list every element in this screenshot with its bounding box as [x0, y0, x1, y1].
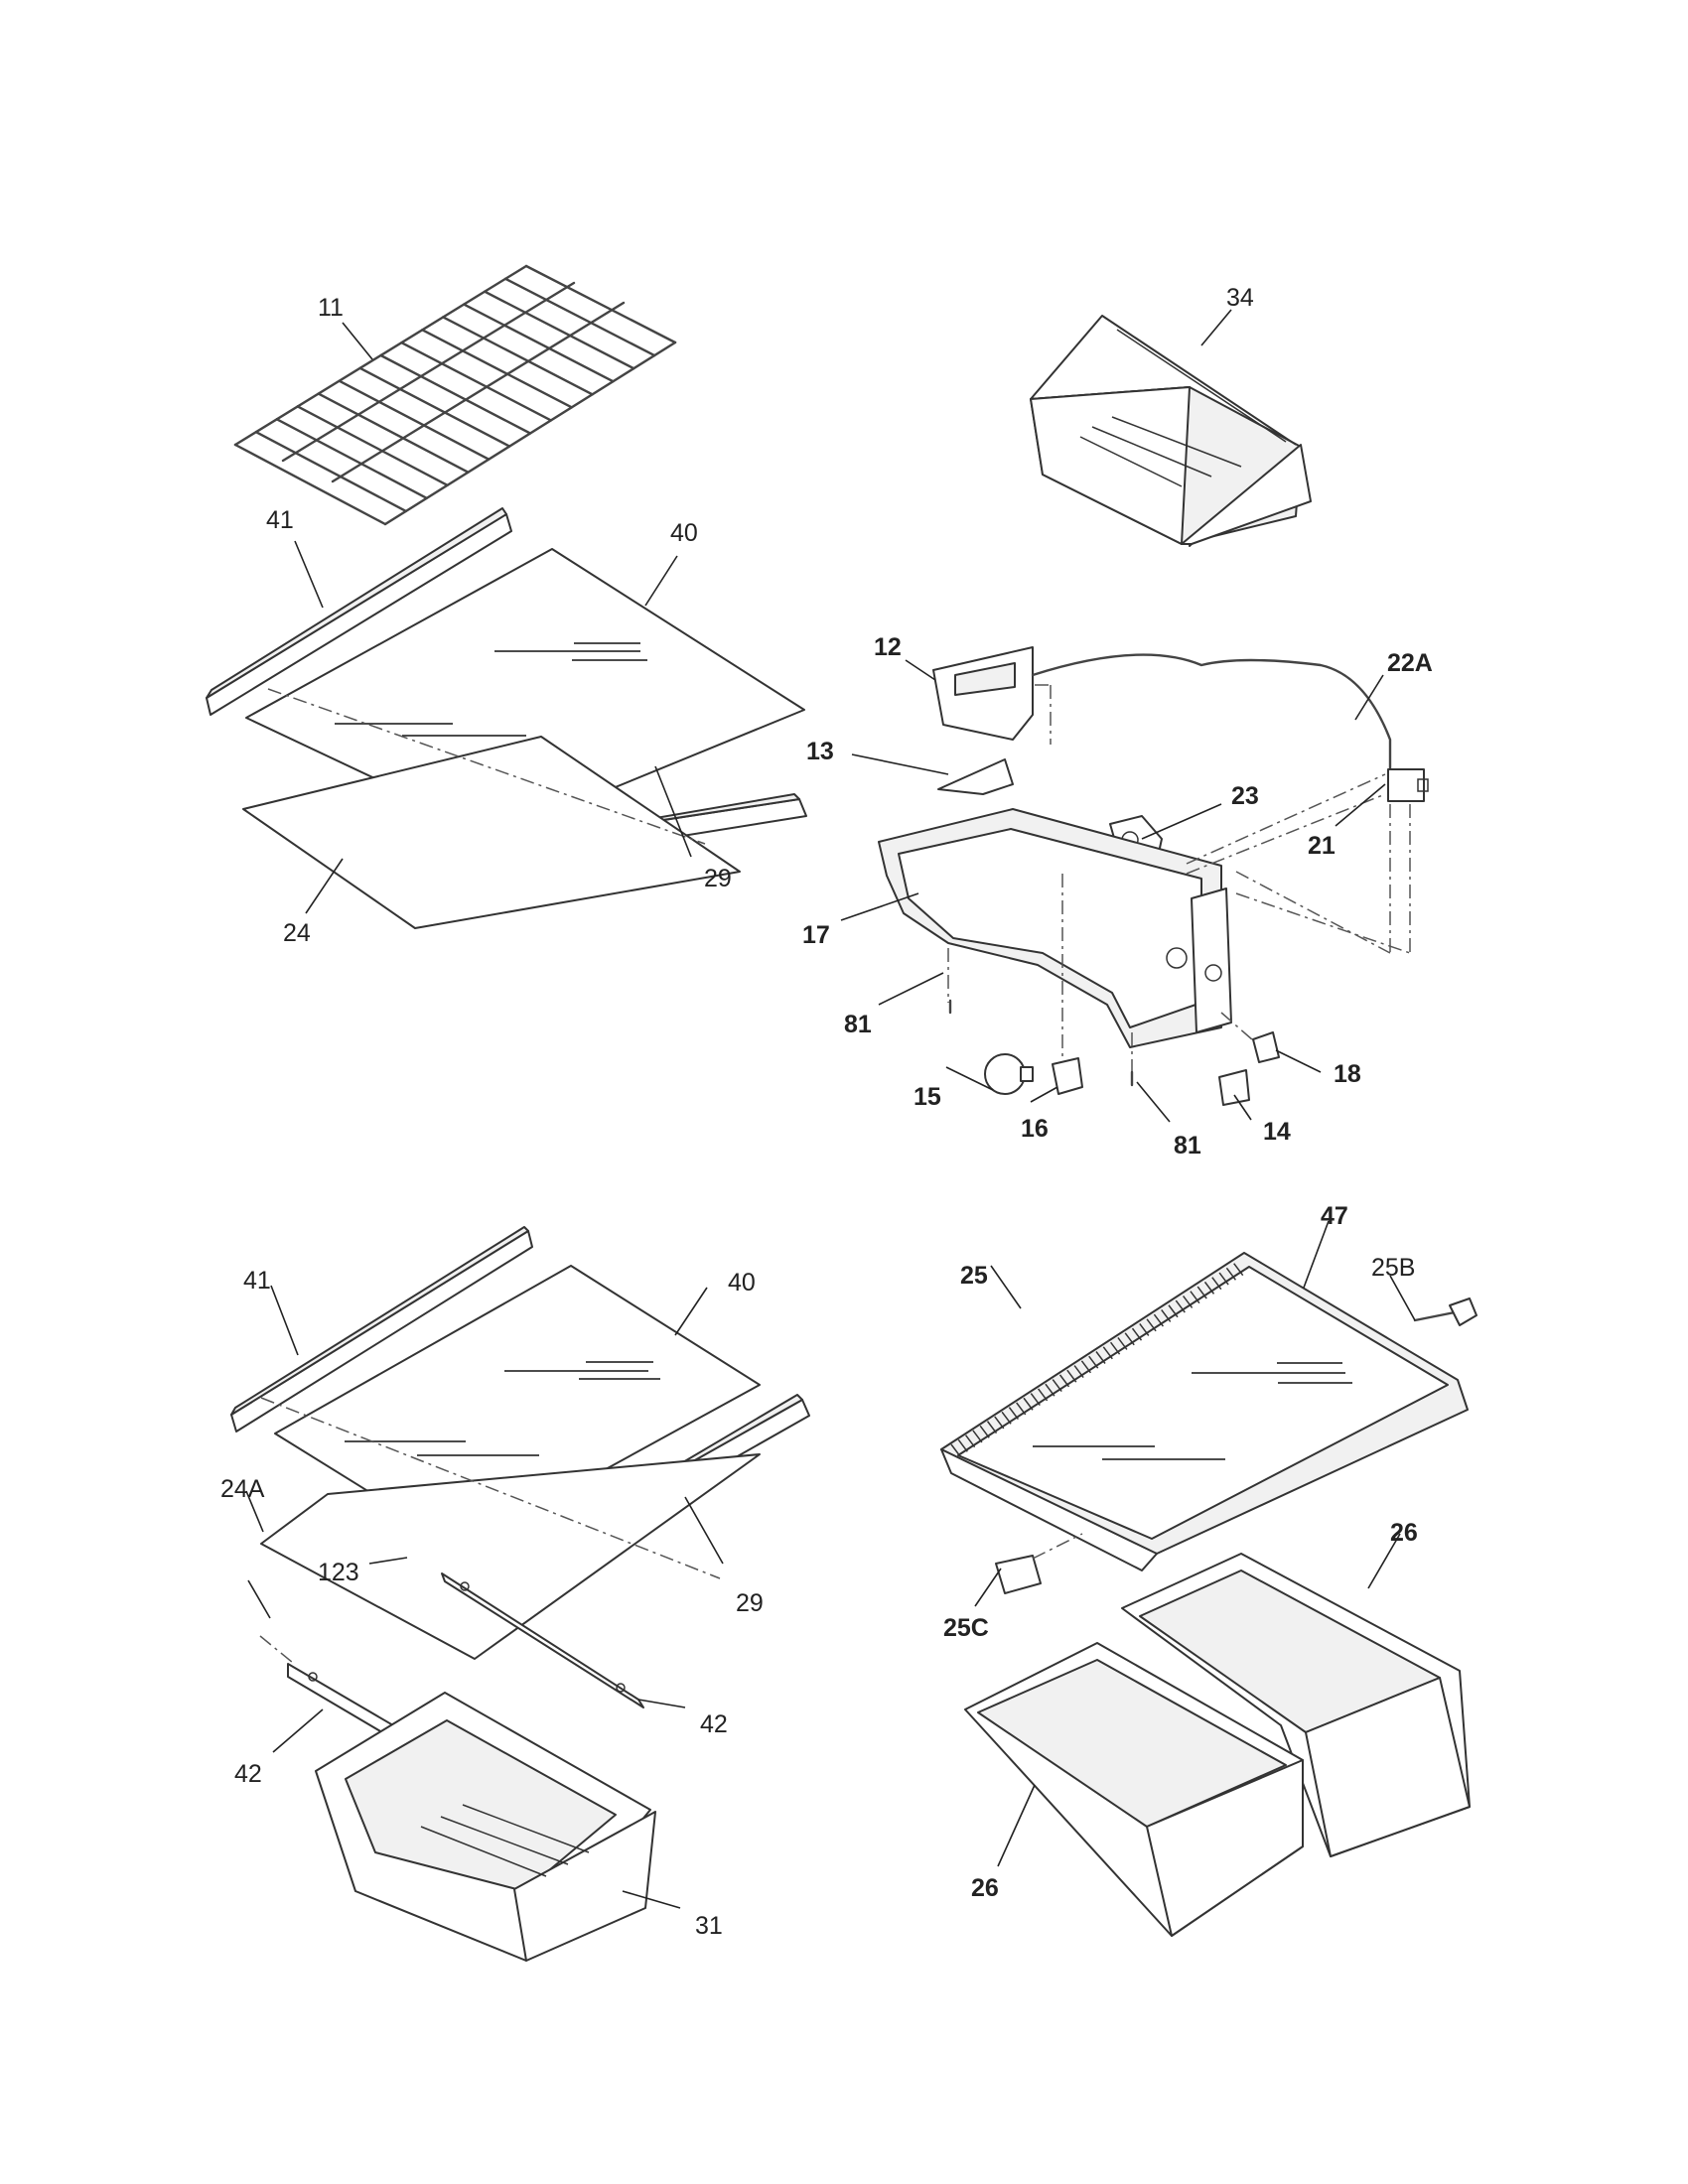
- label-81-right: 81: [1174, 1132, 1201, 1160]
- label-15: 15: [914, 1083, 941, 1111]
- label-41-bottom: 41: [243, 1267, 271, 1295]
- label-24A: 24A: [220, 1475, 265, 1503]
- label-31: 31: [695, 1912, 723, 1940]
- storage-bin-part-34: [1030, 315, 1312, 547]
- label-26-bottom: 26: [971, 1874, 999, 1902]
- label-26-top: 26: [1390, 1519, 1418, 1547]
- label-16: 16: [1021, 1115, 1049, 1143]
- label-42-right: 42: [700, 1710, 728, 1738]
- label-25C: 25C: [943, 1614, 989, 1642]
- label-40-bottom: 40: [728, 1269, 756, 1297]
- label-12: 12: [874, 633, 902, 661]
- label-42-left: 42: [234, 1760, 262, 1788]
- label-123: 123: [318, 1559, 359, 1586]
- label-17: 17: [802, 921, 830, 949]
- label-29-top: 29: [704, 865, 732, 892]
- label-21: 21: [1308, 832, 1336, 860]
- label-47: 47: [1321, 1202, 1348, 1230]
- label-13: 13: [806, 738, 834, 765]
- leader-lines: [245, 309, 1416, 1909]
- part-labels: 11 34 41 40 29 24 12 22A 13 23 21 17 81 …: [220, 284, 1433, 1940]
- glass-shelf-assembly-bottom: [230, 1226, 810, 1962]
- control-housing-assembly: [878, 646, 1429, 1106]
- label-18: 18: [1334, 1060, 1361, 1088]
- label-25: 25: [960, 1262, 988, 1290]
- label-11: 11: [318, 294, 344, 322]
- label-25B: 25B: [1371, 1254, 1415, 1282]
- label-14: 14: [1263, 1118, 1291, 1146]
- label-40-top: 40: [670, 519, 698, 547]
- label-41-top: 41: [266, 506, 294, 534]
- label-29-bottom: 29: [736, 1589, 764, 1617]
- label-24: 24: [283, 919, 311, 947]
- wire-shelf-part-11: [233, 264, 677, 526]
- crisper-cover-assembly: [940, 1252, 1477, 1937]
- label-81-left: 81: [844, 1011, 872, 1038]
- label-34: 34: [1226, 284, 1254, 312]
- label-22A: 22A: [1387, 649, 1433, 677]
- glass-shelf-assembly-top: [206, 507, 807, 929]
- label-23: 23: [1231, 782, 1259, 810]
